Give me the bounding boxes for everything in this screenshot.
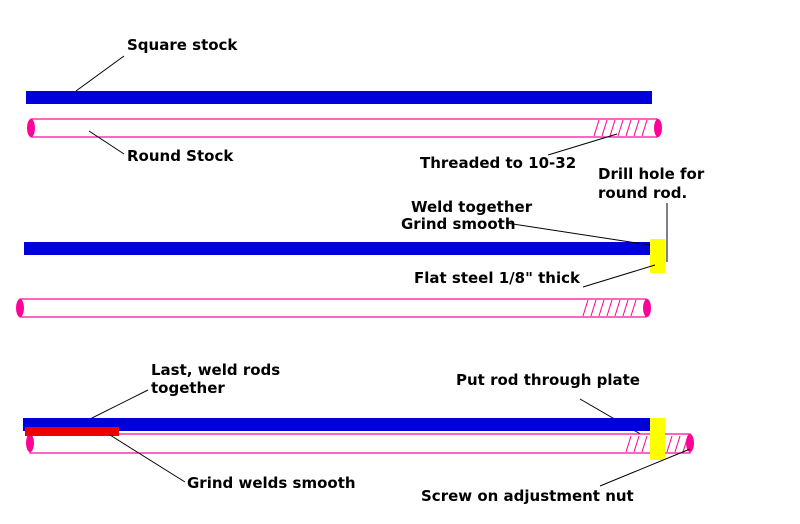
flat-steel-label: Flat steel 1/8" thick (414, 269, 581, 287)
put-rod-label: Put rod through plate (456, 371, 640, 389)
square-stock-bar-3 (23, 418, 652, 431)
drill-hole-label-line2: round rod. (598, 184, 687, 202)
grind-welds-leader (109, 434, 186, 483)
flat-steel-leader (582, 264, 656, 288)
last-weld-label-line2: together (151, 379, 225, 397)
threaded-leader (547, 133, 618, 156)
thread-marks-1 (593, 119, 648, 137)
round-stock-leader (88, 130, 125, 155)
weld-together-leader (505, 222, 651, 246)
square-stock-leader (75, 55, 125, 92)
weld-together-label: Weld together (411, 198, 533, 216)
grind-welds-label: Grind welds smooth (187, 474, 356, 492)
grind-smooth-label: Grind smooth (401, 215, 516, 233)
drill-hole-label-line1: Drill hole for (598, 165, 705, 183)
last-weld-label-line1: Last, weld rods (151, 361, 280, 379)
round-stock-rod-3 (26, 433, 694, 454)
flat-steel-plate-3 (650, 418, 665, 460)
adjustment-nut-label: Screw on adjustment nut (421, 487, 634, 505)
adjustment-nut-leader (599, 448, 691, 487)
square-stock-label: Square stock (127, 36, 238, 54)
threaded-label: Threaded to 10-32 (420, 154, 576, 172)
thread-marks-2 (582, 299, 637, 317)
flat-steel-plate-2 (650, 239, 665, 273)
square-stock-bar-1 (26, 91, 652, 104)
weld-bead (25, 427, 119, 436)
thread-marks-3 (625, 435, 689, 453)
round-stock-label: Round Stock (127, 147, 234, 165)
round-stock-rod-1 (27, 118, 662, 138)
round-stock-rod-2 (16, 298, 651, 318)
square-stock-bar-2 (24, 242, 652, 255)
